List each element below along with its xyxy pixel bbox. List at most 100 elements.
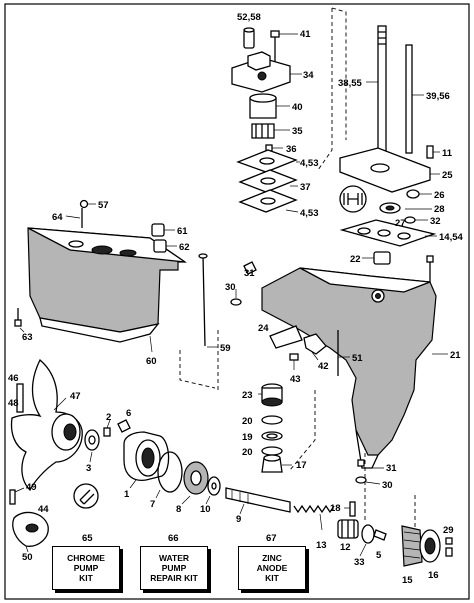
label-31-top: 31 bbox=[244, 268, 255, 279]
label-10: 10 bbox=[200, 504, 211, 515]
part-30-washer-lower bbox=[355, 476, 367, 484]
gearcase-group bbox=[230, 251, 448, 485]
part-52-58 bbox=[243, 29, 255, 49]
label-23: 23 bbox=[242, 390, 253, 401]
kit-67-number: 67 bbox=[266, 533, 277, 544]
driveshaft-group bbox=[339, 25, 440, 247]
label-2: 2 bbox=[106, 412, 111, 423]
label-40: 40 bbox=[292, 102, 303, 113]
part-49-screw bbox=[9, 489, 16, 505]
part-29-pin bbox=[445, 537, 453, 545]
part-22-bushing bbox=[373, 251, 391, 265]
part-13-spring bbox=[293, 504, 335, 514]
part-61-bushing bbox=[151, 223, 165, 237]
label-7: 7 bbox=[150, 499, 155, 510]
label-50: 50 bbox=[22, 552, 33, 563]
part-32-oring bbox=[404, 216, 416, 224]
kit-66-text: WATER PUMP REPAIR KIT bbox=[150, 553, 198, 583]
label-17: 17 bbox=[296, 460, 307, 471]
part-15-gear bbox=[401, 525, 423, 567]
part-38-55-driveshaft bbox=[377, 25, 387, 155]
anode-group bbox=[9, 487, 49, 553]
label-41: 41 bbox=[300, 29, 311, 40]
kit-67-text: ZINC ANODE KIT bbox=[256, 553, 288, 583]
kit-65-text: CHROME PUMP KIT bbox=[67, 553, 105, 583]
label-22: 22 bbox=[350, 254, 361, 265]
label-63: 63 bbox=[22, 332, 33, 343]
part-24-shift-lever bbox=[269, 325, 303, 349]
label-44: 44 bbox=[38, 504, 49, 515]
part-21-gearcase bbox=[261, 267, 437, 456]
label-20-bottom: 20 bbox=[242, 447, 253, 458]
label-39-56: 39,56 bbox=[426, 91, 450, 102]
label-46: 46 bbox=[8, 373, 19, 384]
label-36: 36 bbox=[286, 144, 297, 155]
label-59: 59 bbox=[220, 343, 231, 354]
part-18-pin bbox=[349, 501, 356, 517]
part-11-screw bbox=[426, 145, 434, 159]
tool-detail-inset bbox=[73, 483, 99, 509]
pump-housing-stack bbox=[231, 27, 302, 213]
label-61: 61 bbox=[177, 226, 188, 237]
kit-66-water-pump-repair-kit: WATER PUMP REPAIR KIT bbox=[140, 546, 208, 590]
part-5-pin bbox=[373, 529, 387, 541]
part-57-fitting bbox=[79, 199, 89, 209]
label-4-53-lower: 4,53 bbox=[300, 208, 319, 219]
label-19: 19 bbox=[242, 432, 253, 443]
part-62-bushing bbox=[153, 239, 167, 253]
part-labels: 52,58 41 34 40 35 36 4,53 37 4,53 38,55 … bbox=[8, 12, 463, 586]
label-18: 18 bbox=[330, 503, 341, 514]
label-12: 12 bbox=[340, 542, 351, 553]
part-2-screw bbox=[103, 427, 111, 437]
part-63-screw bbox=[14, 319, 22, 327]
label-64: 64 bbox=[52, 212, 63, 223]
part-31-screw-lower bbox=[357, 459, 365, 467]
part-26-seal bbox=[406, 189, 420, 199]
part-7-oring bbox=[157, 451, 183, 493]
label-20-top: 20 bbox=[242, 416, 253, 427]
propeller-group bbox=[10, 358, 221, 509]
label-11: 11 bbox=[442, 148, 453, 159]
part-35-impeller bbox=[251, 123, 275, 139]
label-1: 1 bbox=[124, 489, 130, 500]
part-41-screw bbox=[270, 30, 280, 38]
kit-65-chrome-pump-kit: CHROME PUMP KIT bbox=[52, 546, 120, 590]
part-39-56-shift-rod bbox=[405, 44, 413, 154]
label-51: 51 bbox=[352, 353, 363, 364]
label-14-54: 14,54 bbox=[439, 232, 463, 243]
part-42-bracket bbox=[303, 333, 327, 355]
label-49: 49 bbox=[26, 482, 37, 493]
part-43-screw bbox=[289, 353, 299, 361]
kit-65-number: 65 bbox=[82, 533, 93, 544]
label-34: 34 bbox=[303, 70, 314, 81]
label-15: 15 bbox=[402, 575, 413, 586]
diagram-frame bbox=[4, 3, 470, 600]
label-42: 42 bbox=[318, 361, 329, 372]
label-35: 35 bbox=[292, 126, 303, 137]
label-57: 57 bbox=[98, 200, 109, 211]
label-6: 6 bbox=[126, 408, 131, 419]
label-32: 32 bbox=[430, 216, 441, 227]
label-43: 43 bbox=[290, 374, 301, 385]
label-47: 47 bbox=[70, 391, 81, 402]
label-27: 27 bbox=[395, 218, 406, 229]
kit-67-zinc-anode-kit: ZINC ANODE KIT bbox=[238, 546, 306, 590]
label-24: 24 bbox=[258, 323, 269, 334]
part-59-bolt bbox=[202, 255, 206, 347]
part-31-screw bbox=[243, 261, 257, 275]
label-33: 33 bbox=[354, 557, 365, 568]
label-5: 5 bbox=[376, 550, 382, 561]
label-52-58: 52,58 bbox=[237, 12, 261, 23]
part-33-washer bbox=[361, 524, 375, 544]
label-38-55: 38,55 bbox=[338, 78, 362, 89]
label-29: 29 bbox=[443, 525, 454, 536]
label-30-top: 30 bbox=[225, 282, 236, 293]
bearing-stack bbox=[258, 383, 292, 473]
label-62: 62 bbox=[179, 242, 190, 253]
label-37: 37 bbox=[300, 182, 311, 193]
part-30-washer bbox=[230, 298, 242, 306]
label-30-lower: 30 bbox=[382, 480, 393, 491]
label-28: 28 bbox=[434, 204, 445, 215]
label-4-53-top: 4,53 bbox=[300, 158, 319, 169]
